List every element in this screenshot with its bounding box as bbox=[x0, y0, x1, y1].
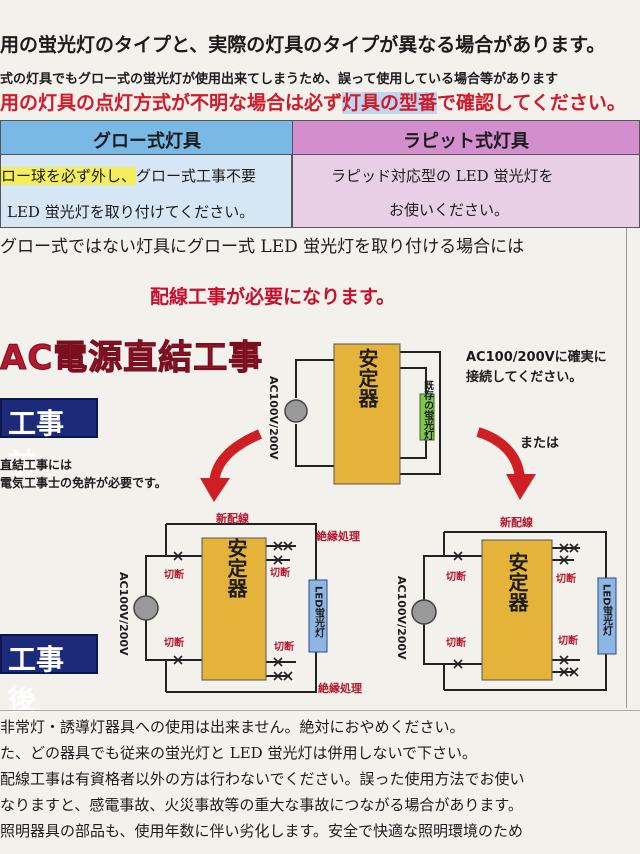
footer-line-3: 配線工事は有資格者以外の方は行わないでください。誤った使用方法でお使い bbox=[0, 770, 525, 788]
glow-type-cell: グロー式灯具 ロー球を必ず外し、グロー式工事不要 LED 蛍光灯を取り付けてくだ… bbox=[0, 120, 293, 228]
ballast-box-right bbox=[481, 539, 553, 681]
glow-row-1-part1: ロー球を必ず外し、 bbox=[1, 167, 137, 185]
led-lamp-bar-right bbox=[597, 577, 617, 655]
or-label: または bbox=[520, 436, 560, 451]
after-badge: 工事後 bbox=[0, 634, 98, 716]
page-border bbox=[626, 228, 627, 708]
ballast-label-right: 安定器 bbox=[505, 551, 529, 613]
new-wiring-label-right: 新配線 bbox=[500, 515, 533, 529]
footer-line-4: なりますと、感電事故、火災事故等の重大な事故につながる場合があります。 bbox=[0, 796, 523, 814]
notice-line-1: グロー式ではない灯具にグロー式 LED 蛍光灯を取り付ける場合には bbox=[0, 237, 525, 257]
section-title: AC電源直結工事 bbox=[0, 338, 264, 379]
led-lamp-label-left: LED蛍光灯 bbox=[313, 586, 326, 638]
ac-note-2: 接続してください。 bbox=[466, 370, 583, 385]
glow-type-header: グロー式灯具 bbox=[1, 121, 293, 155]
footer-line-2: た、どの器具でも従来の蛍光灯と LED 蛍光灯は併用しないで下さい。 bbox=[0, 744, 478, 762]
before-note-2: 電気工事士の免許が必要です。 bbox=[0, 476, 167, 490]
header-line-3: 用の灯具の点灯方式が不明な場合は必ず灯具の型番で確認してください。 bbox=[0, 88, 626, 115]
insulation-label-left-bottom: 絶縁処理 bbox=[318, 681, 362, 695]
header-line-1: 用の蛍光灯のタイプと、実際の灯具のタイプが異なる場合があります。 bbox=[0, 34, 606, 56]
rapid-type-cell: ラピット式灯具 ラピッド対応型の LED 蛍光灯を お使いください。 bbox=[292, 120, 640, 228]
footer-line-5: 照明器具の部品も、使用年数に伴い劣化します。安全で快適な照明環境のため bbox=[0, 822, 524, 840]
glow-row-1: ロー球を必ず外し、グロー式工事不要 bbox=[1, 165, 256, 186]
header-line-3-prefix: 用の灯具の点灯方式が不明な場合は必ず bbox=[0, 92, 343, 114]
existing-lamp-label: 既存の蛍光灯 bbox=[422, 380, 435, 441]
led-lamp-label-right: LED蛍光灯 bbox=[601, 584, 614, 636]
rapid-type-header: ラピット式灯具 bbox=[293, 121, 639, 155]
divider bbox=[0, 710, 640, 711]
new-wiring-label-left: 新配線 bbox=[216, 511, 249, 525]
glow-row-2: LED 蛍光灯を取り付けてください。 bbox=[7, 203, 255, 221]
rapid-row-1: ラピッド対応型の LED 蛍光灯を bbox=[331, 167, 554, 185]
notice-line-2: 配線工事が必要になります。 bbox=[150, 286, 396, 308]
ac-source-right bbox=[411, 599, 437, 625]
ballast-box-before bbox=[333, 343, 401, 485]
cut-label-3: 切断 bbox=[270, 566, 290, 579]
after-diagram-left bbox=[133, 523, 328, 693]
arrow-right-head bbox=[506, 474, 536, 500]
before-note-1: 直結工事には bbox=[0, 458, 73, 472]
existing-lamp-bar bbox=[419, 393, 435, 441]
before-badge: 工事前 bbox=[0, 398, 98, 480]
ballast-label-left: 安定器 bbox=[224, 537, 248, 599]
header-line-3-suffix: で確認してください。 bbox=[437, 92, 626, 114]
cut-label-8: 切断 bbox=[558, 634, 578, 647]
ac-label-right: AC100V/200V bbox=[395, 576, 408, 660]
glow-type-header-text: グロー式灯具 bbox=[93, 131, 201, 152]
insulation-label-left-top: 絶縁処理 bbox=[316, 529, 360, 543]
footer-line-1: 非常灯・誘導灯器具への使用は出来ません。絶対におやめください。 bbox=[0, 718, 465, 736]
ac-label-before: AC100V/200V bbox=[267, 376, 280, 460]
after-diagram-right bbox=[411, 531, 617, 691]
led-lamp-bar-left bbox=[308, 579, 328, 653]
model-number-highlight: 灯具の型番 bbox=[342, 92, 438, 114]
lamp-type-table: グロー式灯具 ロー球を必ず外し、グロー式工事不要 LED 蛍光灯を取り付けてくだ… bbox=[0, 120, 640, 228]
ac-note-1: AC100/200Vに確実に bbox=[466, 350, 607, 365]
header-line-2: 式の灯具でもグロー式の蛍光灯が使用出来てしまうため、誤って使用している場合等があ… bbox=[0, 72, 558, 87]
arrow-left-head bbox=[200, 478, 230, 502]
ballast-box-left bbox=[201, 537, 267, 681]
before-diagram bbox=[284, 343, 441, 485]
rapid-row-2: お使いください。 bbox=[389, 201, 510, 219]
ac-source-left bbox=[133, 595, 159, 621]
ac-label-left: AC100V/200V bbox=[117, 572, 130, 656]
ballast-label-before: 安定器 bbox=[355, 347, 379, 409]
cut-label-6: 切断 bbox=[446, 636, 466, 649]
ac-source-before bbox=[284, 399, 308, 423]
rapid-type-header-text: ラピット式灯具 bbox=[403, 131, 529, 152]
cut-label-7: 切断 bbox=[556, 572, 576, 585]
cut-label-2: 切断 bbox=[164, 636, 184, 649]
cut-label-5: 切断 bbox=[446, 570, 466, 583]
cut-label-4: 切断 bbox=[274, 640, 294, 653]
glow-row-1-part2: グロー式工事不要 bbox=[136, 167, 257, 185]
cut-label-1: 切断 bbox=[164, 568, 184, 581]
